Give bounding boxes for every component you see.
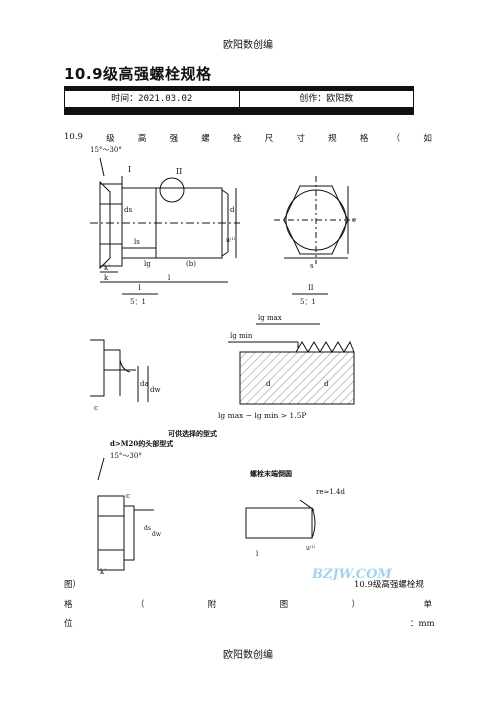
table-caption-start: 10.9级高强螺栓规 <box>354 580 424 590</box>
intro-char: 10.9 <box>64 132 83 142</box>
caption-char: 格 <box>64 600 73 610</box>
u-label: u⁽¹⁾ <box>226 237 236 244</box>
k-label: k <box>104 274 109 282</box>
k-prime-label: k' <box>104 264 110 272</box>
caption-char: 单 <box>423 600 432 610</box>
intro-char: 尺 <box>264 134 274 144</box>
intro-char: （ <box>391 134 401 144</box>
caption-char: 附 <box>207 600 217 610</box>
b-label: (b) <box>186 260 196 268</box>
optional-dw-label: dw <box>152 531 162 538</box>
time-cell: 时间：2021.03.02 <box>65 91 240 107</box>
watermark: BZJW.COM <box>311 567 392 580</box>
optional-ds-label: ds <box>144 525 151 532</box>
e-label: e <box>352 216 356 224</box>
c-label: c <box>94 404 98 412</box>
document-title: 10.9级高强螺栓规格 <box>64 65 212 83</box>
banner-row: 时间：2021.03.02 创作：欧阳数 <box>64 91 414 107</box>
scale-2-ratio: 5：1 <box>300 298 316 306</box>
intro-char: 螺 <box>201 134 210 144</box>
caption-char: （ <box>135 600 145 610</box>
ds-label: ds <box>124 206 132 214</box>
caption-line-2: 格 （ 附 图 ） 单 <box>64 598 432 610</box>
page-header: 欧阳数创编 <box>223 40 273 51</box>
end-title: 螺栓末端倒圆 <box>250 469 292 478</box>
caption-char: 图 <box>279 600 289 610</box>
intro-char: 级 <box>106 134 115 144</box>
intro-char: 格 <box>359 134 369 144</box>
intro-char: 强 <box>169 134 179 144</box>
lgmax-label: lg max <box>258 314 282 322</box>
formula-label: lg max − lg min > 1.5P <box>218 411 306 420</box>
optional-kprime-label: k' <box>100 568 106 576</box>
figure-close: 图） <box>64 580 82 590</box>
end-u-label: u⁽¹⁾ <box>306 545 316 552</box>
roman-2-label: II <box>176 167 182 176</box>
dw-label: dw <box>150 386 160 394</box>
banner-bottom-bar <box>64 107 414 115</box>
banner-top-bar <box>64 86 414 91</box>
scale-2-roman: II <box>308 284 314 292</box>
s-label: s <box>310 262 314 270</box>
scale-1-roman: I <box>138 284 141 292</box>
unit-label-start: 位 <box>64 619 73 629</box>
unit-label-end: ：mm <box>410 619 435 629</box>
angle-label-top: 15°～30° <box>90 146 122 154</box>
lg-label: lg <box>144 260 151 268</box>
angle-label-bottom: 15°～30° <box>110 452 142 460</box>
bolt-drawing: 15°～30° I II ds d ls lg (b) k' k l u⁽¹⁾ <box>90 146 392 580</box>
meta-banner: 时间：2021.03.02 创作：欧阳数 <box>64 86 414 116</box>
author-cell: 创作：欧阳数 <box>299 94 354 104</box>
optional-title: 可供选择的型式 <box>168 429 217 438</box>
caption-char: ） <box>351 600 361 610</box>
roman-1-label: I <box>128 165 131 174</box>
intro-char: 规 <box>328 134 337 144</box>
optional-c-label: c <box>126 492 130 500</box>
end-l-label: l <box>256 550 259 558</box>
da-label: da <box>140 380 149 388</box>
intro-line: 10.9 级 高 强 螺 栓 尺 寸 规 格 （ 如 <box>64 132 432 144</box>
ls-label: ls <box>134 238 140 246</box>
intro-char: 如 <box>423 134 432 144</box>
end-radius: re≈1.4d <box>316 488 345 496</box>
l-label: l <box>168 274 171 282</box>
detail-d-label-2: d <box>324 380 329 388</box>
scale-1-ratio: 5：1 <box>130 298 146 306</box>
page-footer: 欧阳数创编 <box>223 650 273 661</box>
detail-d-label: d <box>266 380 271 388</box>
intro-char: 寸 <box>296 134 305 144</box>
d-label: d <box>230 206 235 214</box>
intro-char: 高 <box>137 134 147 144</box>
intro-char: 栓 <box>233 134 242 144</box>
optional-sub: d>M20的头部型式 <box>110 439 173 448</box>
lgmin-label: lg min <box>230 332 253 340</box>
